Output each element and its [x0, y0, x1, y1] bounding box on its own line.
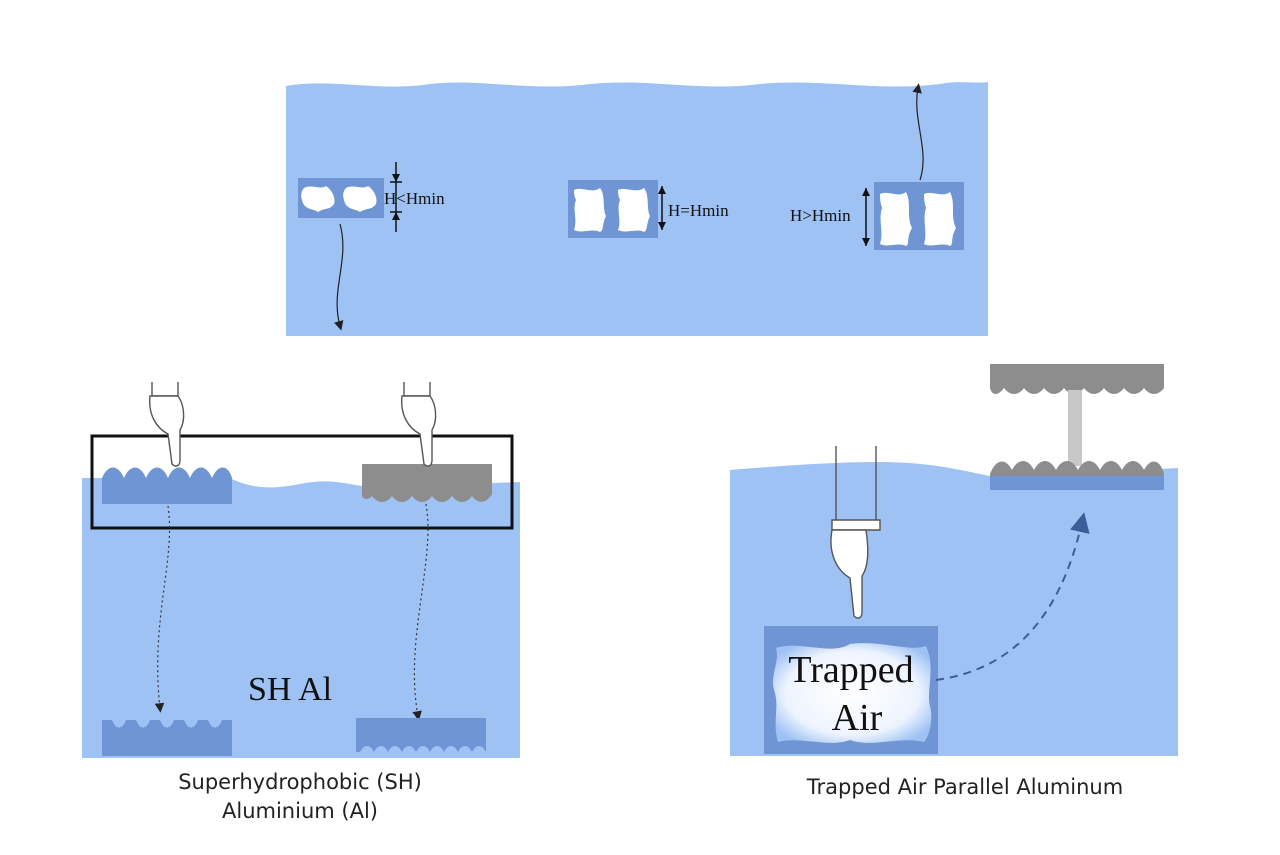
- sink-path-gray: [412, 503, 429, 721]
- float-arrow: [912, 83, 924, 181]
- trapped-air-plates: [764, 626, 938, 754]
- sink-path-sh: [154, 505, 171, 713]
- plate-pair-medium: [568, 180, 658, 238]
- sh-al-label: SH Al: [248, 671, 332, 708]
- left-caption-line2: Aluminium (Al): [222, 799, 378, 823]
- left-caption: Superhydrophobic (SH) Aluminium (Al): [140, 768, 460, 826]
- zoom-box: [90, 434, 514, 530]
- left-panel: SH Al: [82, 382, 520, 758]
- gray-plate-surface: [362, 464, 492, 502]
- right-panel: Trapped Air: [730, 364, 1178, 756]
- right-caption: Trapped Air Parallel Aluminum: [806, 775, 1124, 799]
- label-h-greater: H>Hmin: [790, 206, 851, 225]
- hand-icon: [149, 382, 185, 467]
- trapped-air-label-line2: Air: [832, 697, 883, 739]
- top-panel: H<Hmin H=Hmin H>Hmin: [286, 82, 988, 336]
- label-h-less: H<Hmin: [384, 189, 445, 208]
- label-h-equal: H=Hmin: [668, 201, 729, 220]
- plate-pair-large: [874, 182, 964, 250]
- sh-plate-bottom: [102, 720, 232, 756]
- rise-arrow: [935, 512, 1090, 681]
- left-water: [82, 478, 520, 758]
- hand-icon: [401, 382, 437, 467]
- sink-arrow: [334, 223, 344, 331]
- gray-plate-bottom: [356, 718, 486, 752]
- trapped-air-label-line1: Trapped: [788, 649, 913, 691]
- sh-plate-surface: [102, 467, 232, 504]
- hand-icon: [830, 446, 881, 619]
- plate-assembly-surface: [990, 364, 1164, 490]
- left-caption-line1: Superhydrophobic (SH): [178, 770, 422, 794]
- plate-pair-small: [298, 178, 384, 218]
